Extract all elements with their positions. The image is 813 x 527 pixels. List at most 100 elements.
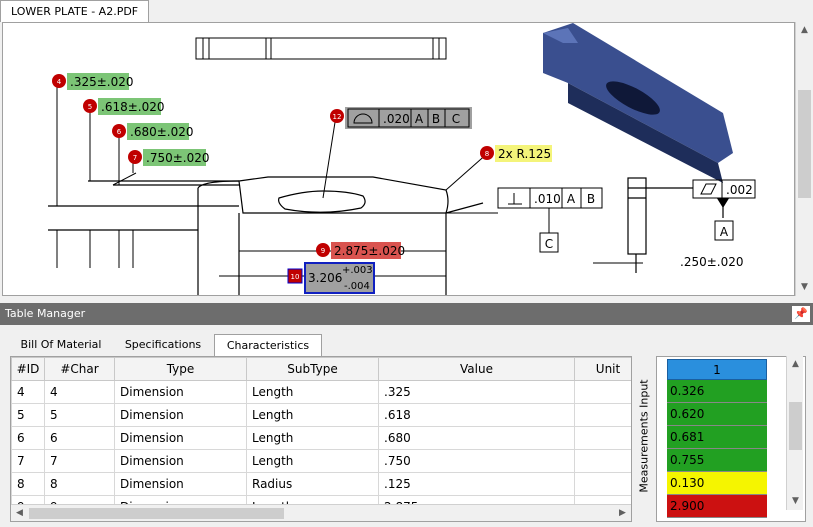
svg-text:A: A	[720, 225, 729, 239]
measurement-cell[interactable]: 0.681	[667, 426, 767, 449]
cell-id[interactable]: 5	[11, 403, 45, 427]
cell-subtype[interactable]: Length	[246, 426, 379, 450]
svg-text:12: 12	[333, 113, 342, 121]
scroll-up-arrow-icon[interactable]: ▲	[801, 25, 808, 35]
cell-subtype[interactable]: Length	[246, 449, 379, 473]
cell-unit[interactable]	[574, 449, 631, 473]
measurement-cell[interactable]: 0.755	[667, 449, 767, 472]
cell-subtype[interactable]: Length	[246, 380, 379, 404]
balloon-8: 8 2x R.125	[480, 145, 552, 162]
cell-char[interactable]: 7	[44, 449, 115, 473]
measurement-cell[interactable]: 0.620	[667, 403, 767, 426]
col-header-char[interactable]: #Char	[44, 357, 115, 381]
cell-id[interactable]: 7	[11, 449, 45, 473]
tab-characteristics[interactable]: Characteristics	[214, 334, 322, 356]
cell-id[interactable]: 8	[11, 472, 45, 496]
cell-type[interactable]: Dimension	[114, 472, 247, 496]
svg-text:.002: .002	[726, 183, 753, 197]
fcf-flatness	[692, 179, 756, 241]
cell-char[interactable]: 5	[44, 403, 115, 427]
cell-char[interactable]: 6	[44, 426, 115, 450]
measurements-vscrollbar[interactable]: ▲ ▼	[786, 356, 803, 510]
cell-id[interactable]: 6	[11, 426, 45, 450]
svg-text:.010: .010	[534, 192, 561, 206]
cell-value[interactable]: .325	[378, 380, 575, 404]
svg-text:6: 6	[117, 128, 122, 136]
scroll-down-arrow-icon[interactable]: ▼	[792, 496, 799, 506]
col-header-id[interactable]: #ID	[11, 357, 45, 381]
characteristics-grid: #ID #Char Type SubType Value Unit 4 4 Di…	[10, 356, 632, 522]
top-view	[195, 37, 447, 60]
cell-unit[interactable]	[574, 472, 631, 496]
drawing-canvas[interactable]: 4 .325±.020 5 .618±.020 6 .680±.020 7 .7…	[2, 22, 795, 296]
svg-text:+.003: +.003	[342, 265, 373, 276]
svg-text:9: 9	[321, 247, 325, 255]
tab-specifications[interactable]: Specifications	[124, 338, 202, 351]
svg-text:.618±.020: .618±.020	[101, 100, 165, 114]
table-manager-title: Table Manager	[5, 307, 86, 320]
cell-char[interactable]: 8	[44, 472, 115, 496]
col-header-value[interactable]: Value	[378, 357, 575, 381]
measurements-scroll-thumb[interactable]	[789, 402, 802, 450]
drawing-vscrollbar[interactable]: ▲ ▼	[795, 22, 812, 296]
table-row[interactable]: 8 8 Dimension Radius .125	[11, 472, 631, 496]
svg-text:.680±.020: .680±.020	[130, 125, 194, 139]
cell-id[interactable]: 4	[11, 380, 45, 404]
table-row[interactable]: 7 7 Dimension Length .750	[11, 449, 631, 473]
col-header-type[interactable]: Type	[114, 357, 247, 381]
svg-text:8: 8	[485, 150, 489, 158]
cell-type[interactable]: Dimension	[114, 426, 247, 450]
cell-type[interactable]: Dimension	[114, 403, 247, 427]
measurement-cell[interactable]: 0.326	[667, 380, 767, 403]
scroll-left-arrow-icon[interactable]: ◀	[16, 508, 23, 518]
svg-text:.325±.020: .325±.020	[70, 75, 134, 89]
table-row[interactable]: 6 6 Dimension Length .680	[11, 426, 631, 450]
table-row[interactable]: 4 4 Dimension Length .325	[11, 380, 631, 404]
part-outline	[48, 176, 484, 295]
grid-hscroll-thumb[interactable]	[29, 508, 284, 519]
svg-text:7: 7	[133, 154, 137, 162]
cell-subtype[interactable]: Length	[246, 403, 379, 427]
scroll-right-arrow-icon[interactable]: ▶	[619, 508, 626, 518]
characteristics-table: #ID #Char Type SubType Value Unit 4 4 Di…	[11, 357, 631, 519]
tab-bill-of-material[interactable]: Bill Of Material	[20, 338, 102, 351]
cell-value[interactable]: .750	[378, 449, 575, 473]
document-tab[interactable]: LOWER PLATE - A2.PDF	[0, 0, 150, 22]
svg-text:A: A	[567, 192, 576, 206]
cell-type[interactable]: Dimension	[114, 380, 247, 404]
scroll-down-arrow-icon[interactable]: ▼	[801, 282, 808, 292]
svg-text:10: 10	[291, 273, 300, 281]
scroll-thumb[interactable]	[798, 90, 811, 198]
grid-hscrollbar[interactable]: ◀ ▶	[11, 504, 631, 521]
cell-value[interactable]: .680	[378, 426, 575, 450]
pin-icon[interactable]: 📌	[792, 306, 810, 322]
measurement-column-header[interactable]: 1	[667, 359, 767, 380]
cell-subtype[interactable]: Radius	[246, 472, 379, 496]
svg-text:.750±.020: .750±.020	[146, 151, 210, 165]
svg-text:2.875±.020: 2.875±.020	[334, 244, 405, 258]
measurement-cell[interactable]: 2.900	[667, 495, 767, 518]
measurement-cell[interactable]: 0.130	[667, 472, 767, 495]
svg-text:.250±.020: .250±.020	[680, 255, 744, 269]
scroll-up-arrow-icon[interactable]: ▲	[792, 359, 799, 369]
svg-text:3.206: 3.206	[308, 271, 342, 285]
cell-value[interactable]: .125	[378, 472, 575, 496]
table-row[interactable]: 5 5 Dimension Length .618	[11, 403, 631, 427]
cell-unit[interactable]	[574, 426, 631, 450]
cell-unit[interactable]	[574, 403, 631, 427]
col-header-unit[interactable]: Unit	[574, 357, 631, 381]
cell-value[interactable]: .618	[378, 403, 575, 427]
svg-text:C: C	[452, 112, 460, 126]
measurements-grid: 1 0.326 0.620 0.681 0.755 0.130 2.900	[656, 356, 806, 522]
svg-text:B: B	[432, 112, 440, 126]
cell-unit[interactable]	[574, 380, 631, 404]
table-header-row: #ID #Char Type SubType Value Unit	[11, 357, 631, 381]
col-header-subtype[interactable]: SubType	[246, 357, 379, 381]
drawing-svg: 4 .325±.020 5 .618±.020 6 .680±.020 7 .7…	[48, 23, 756, 295]
balloon-12: 12 .020 A B C	[330, 107, 472, 129]
cell-char[interactable]: 4	[44, 380, 115, 404]
svg-text:B: B	[587, 192, 595, 206]
svg-text:-.004: -.004	[344, 281, 370, 292]
cell-type[interactable]: Dimension	[114, 449, 247, 473]
balloon-10: 10 3.206 +.003 -.004	[287, 262, 375, 294]
